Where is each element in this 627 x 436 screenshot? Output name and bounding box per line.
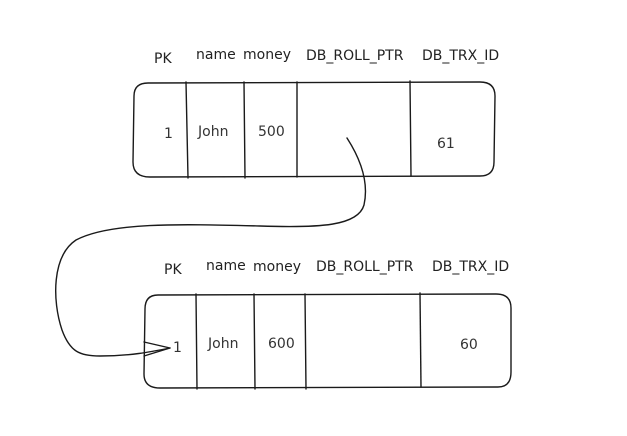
- header-name: name: [196, 47, 236, 63]
- header-db-trx-id: DB_TRX_ID: [422, 48, 499, 64]
- record-bottom-divider-2: [253, 293, 256, 390]
- value-money: 500: [258, 124, 285, 140]
- record-bottom-divider-3: [304, 293, 307, 390]
- header-pk: PK: [154, 51, 172, 67]
- record-top-divider-1: [185, 81, 189, 179]
- value-pk: 1: [164, 126, 173, 142]
- record-bottom-divider-1: [195, 293, 198, 390]
- record-top-divider-4: [409, 80, 412, 177]
- header-money: money: [253, 259, 301, 275]
- value-db-trx-id: 60: [460, 337, 478, 353]
- header-db-roll-ptr: DB_ROLL_PTR: [306, 48, 404, 64]
- record-top-divider-2: [243, 81, 246, 179]
- header-db-trx-id: DB_TRX_ID: [432, 259, 509, 275]
- value-pk: 1: [173, 340, 182, 356]
- value-db-trx-id: 61: [437, 136, 455, 152]
- header-pk: PK: [164, 262, 182, 278]
- value-money: 600: [268, 336, 295, 352]
- record-top-box: [132, 81, 496, 178]
- record-bottom-box: [143, 293, 512, 389]
- header-money: money: [243, 47, 291, 63]
- record-bottom: PK name money DB_ROLL_PTR DB_TRX_ID 1 Jo…: [143, 258, 512, 390]
- value-name: John: [197, 124, 228, 140]
- header-db-roll-ptr: DB_ROLL_PTR: [316, 259, 414, 275]
- roll-pointer-arrowhead: [143, 341, 171, 357]
- header-name: name: [206, 258, 246, 274]
- roll-pointer-arrow: [55, 137, 367, 357]
- roll-pointer-curve: [55, 137, 367, 357]
- record-top: PK name money DB_ROLL_PTR DB_TRX_ID 1 Jo…: [132, 47, 499, 179]
- record-bottom-divider-4: [419, 292, 422, 388]
- value-name: John: [207, 336, 238, 352]
